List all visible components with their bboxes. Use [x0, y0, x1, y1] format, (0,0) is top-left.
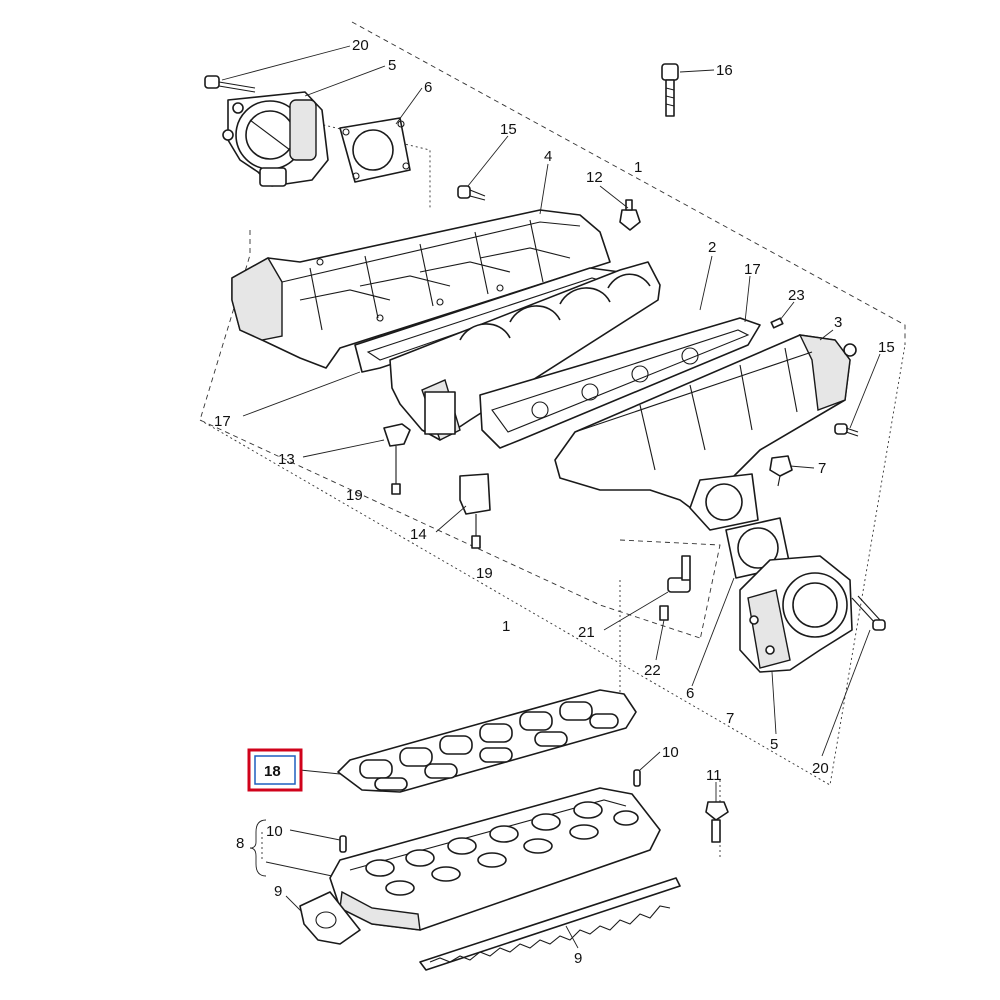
callout-6-top: 6: [424, 79, 432, 96]
callout-20-bottom: 20: [812, 760, 829, 777]
callout-16: 16: [716, 62, 733, 79]
callout-5-bottom: 5: [770, 736, 778, 753]
bolt-20-top: [204, 75, 256, 93]
callout-10-upper: 10: [662, 744, 679, 761]
callout-3: 3: [834, 314, 842, 331]
leader-lines: [221, 45, 881, 949]
callout-6-bottom: 6: [686, 685, 694, 702]
callout-1-top: 1: [634, 159, 642, 176]
dowel-23: [770, 317, 784, 329]
gasket-17-right: [479, 317, 761, 449]
highlight-inner-box: [254, 755, 296, 785]
bolt-15-left: [457, 185, 486, 201]
throttle-body-lower: [739, 555, 853, 673]
callout-21: 21: [578, 624, 595, 641]
bolt-16: [661, 63, 679, 117]
gasket-6-top: [339, 117, 411, 183]
callout-9-right: 9: [574, 950, 582, 967]
callout-20-top: 20: [352, 37, 369, 54]
highlighted-callout-18: 18: [247, 748, 303, 792]
stud-11: [705, 801, 729, 843]
sensor-12: [619, 199, 641, 231]
gasket-9-right: [419, 877, 681, 971]
callout-1-middle: 1: [502, 618, 510, 635]
callout-17-left: 17: [214, 413, 231, 430]
callout-22: 22: [644, 662, 661, 679]
bolt-20-lower: [851, 595, 886, 631]
bracket-14: [459, 473, 491, 549]
lower-intake-plenum-8: [329, 787, 661, 931]
callout-4: 4: [544, 148, 552, 165]
callout-13: 13: [278, 451, 295, 468]
bolt-21: [667, 555, 691, 593]
callout-7-bottom: 7: [726, 710, 734, 727]
callout-19-left: 19: [346, 487, 363, 504]
callout-8: 8: [236, 835, 244, 852]
callout-10-lower: 10: [266, 823, 283, 840]
sensor-7-upper: [769, 455, 793, 487]
callout-14: 14: [410, 526, 427, 543]
throttle-body-top: [222, 91, 329, 187]
gasket-9-left: [299, 891, 361, 945]
callout-7-top: 7: [818, 460, 826, 477]
callout-labels: 20 5 6 16 15 4 12 1 2 17 23 3 15 17 13 7…: [214, 37, 895, 967]
highlight-outer-box: [247, 748, 303, 792]
dowel-10-lower: [339, 835, 347, 853]
bolt-22: [659, 605, 669, 621]
callout-19-right: 19: [476, 565, 493, 582]
callout-17-right: 17: [744, 261, 761, 278]
dowel-10-upper: [633, 769, 641, 787]
upper-intake-manifold-3: [554, 334, 857, 531]
callout-2: 2: [708, 239, 716, 256]
callout-11: 11: [706, 767, 722, 784]
bracket-13: [383, 423, 411, 495]
lower-intake-manifold-2: [389, 261, 661, 441]
gasket-18: [337, 689, 637, 793]
callout-15-left: 15: [500, 121, 517, 138]
callout-9-left: 9: [274, 883, 282, 900]
callout-18: 18: [264, 763, 281, 780]
bolt-15-right: [834, 423, 859, 437]
callout-12: 12: [586, 169, 603, 186]
callout-23: 23: [788, 287, 805, 304]
callout-15-right: 15: [878, 339, 895, 356]
callout-5-top: 5: [388, 57, 396, 74]
